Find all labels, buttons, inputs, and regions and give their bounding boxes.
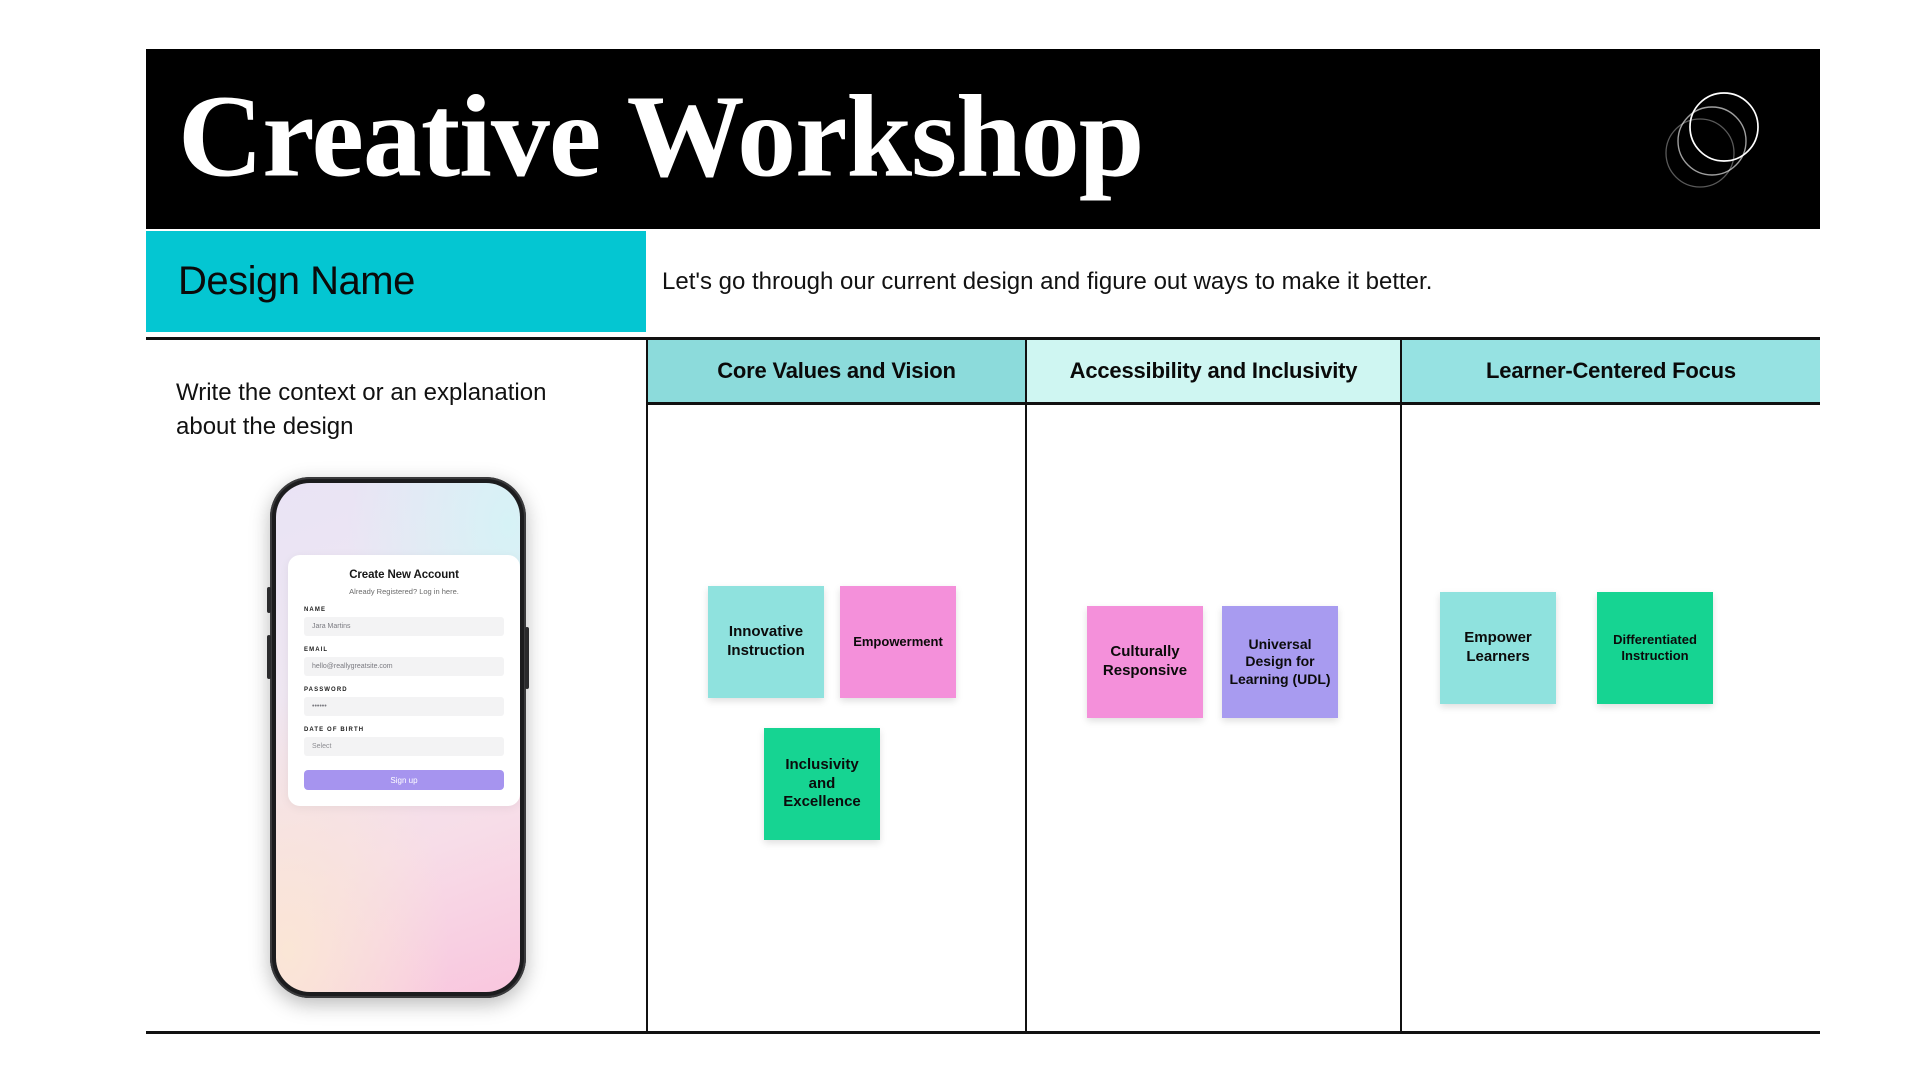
sticky-note[interactable]: Empower Learners: [1440, 592, 1556, 704]
sticky-note[interactable]: Culturally Responsive: [1087, 606, 1203, 718]
context-text: Write the context or an explanation abou…: [176, 379, 547, 441]
three-overlapping-circles-logo-icon: [1665, 92, 1759, 188]
date-of-birth-field-label: DATE OF BIRTH: [304, 727, 365, 733]
sticky-note[interactable]: Empowerment: [840, 586, 956, 698]
date-of-birth-field[interactable]: Select: [304, 737, 504, 756]
phone-mute-button: [267, 587, 271, 613]
phone-power-button: [525, 627, 529, 689]
column-header-core-values: Core Values and Vision: [648, 340, 1025, 402]
sticky-note[interactable]: Universal Design for Learning (UDL): [1222, 606, 1338, 718]
email-field[interactable]: hello@reallygreatsite.com: [304, 657, 504, 676]
email-field-label: EMAIL: [304, 647, 329, 653]
column-divider-3: [1400, 337, 1402, 1032]
phone-volume-button: [267, 635, 271, 679]
grid-top-rule: [146, 337, 1820, 340]
column-header-rule-1: [648, 402, 1025, 405]
name-field[interactable]: Jara Martins: [304, 617, 504, 636]
design-name-label: Design Name: [178, 259, 415, 303]
column-divider-1: [646, 337, 648, 1032]
sticky-note[interactable]: Innovative Instruction: [708, 586, 824, 698]
intro-text: Let's go through our current design and …: [662, 267, 1433, 295]
intro-block: Let's go through our current design and …: [662, 231, 1820, 332]
page-title: Creative Workshop: [178, 70, 1144, 202]
column-divider-2: [1025, 337, 1027, 1032]
sticky-note[interactable]: Inclusivity and Excellence: [764, 728, 880, 840]
signup-form-card: Create New Account Already Registered? L…: [288, 555, 520, 806]
password-field-label: PASSWORD: [304, 687, 348, 693]
column-header-learner-focus: Learner-Centered Focus: [1402, 340, 1820, 402]
password-field[interactable]: ••••••: [304, 697, 504, 716]
grid-bottom-rule: [146, 1031, 1820, 1034]
column-header-rule-3: [1402, 402, 1820, 405]
column-header-accessibility: Accessibility and Inclusivity: [1027, 340, 1400, 402]
phone-screen: Create New Account Already Registered? L…: [276, 483, 520, 992]
design-name-bar: Design Name: [146, 231, 646, 332]
form-title: Create New Account: [349, 569, 459, 581]
form-subtitle: Already Registered? Log in here.: [349, 587, 459, 596]
title-banner: Creative Workshop: [146, 49, 1820, 229]
name-field-label: NAME: [304, 607, 327, 613]
column-header-rule-2: [1027, 402, 1400, 405]
sign-up-button[interactable]: Sign up: [304, 770, 504, 790]
phone-mockup: Create New Account Already Registered? L…: [267, 477, 529, 998]
sticky-note[interactable]: Differentiated Instruction: [1597, 592, 1713, 704]
